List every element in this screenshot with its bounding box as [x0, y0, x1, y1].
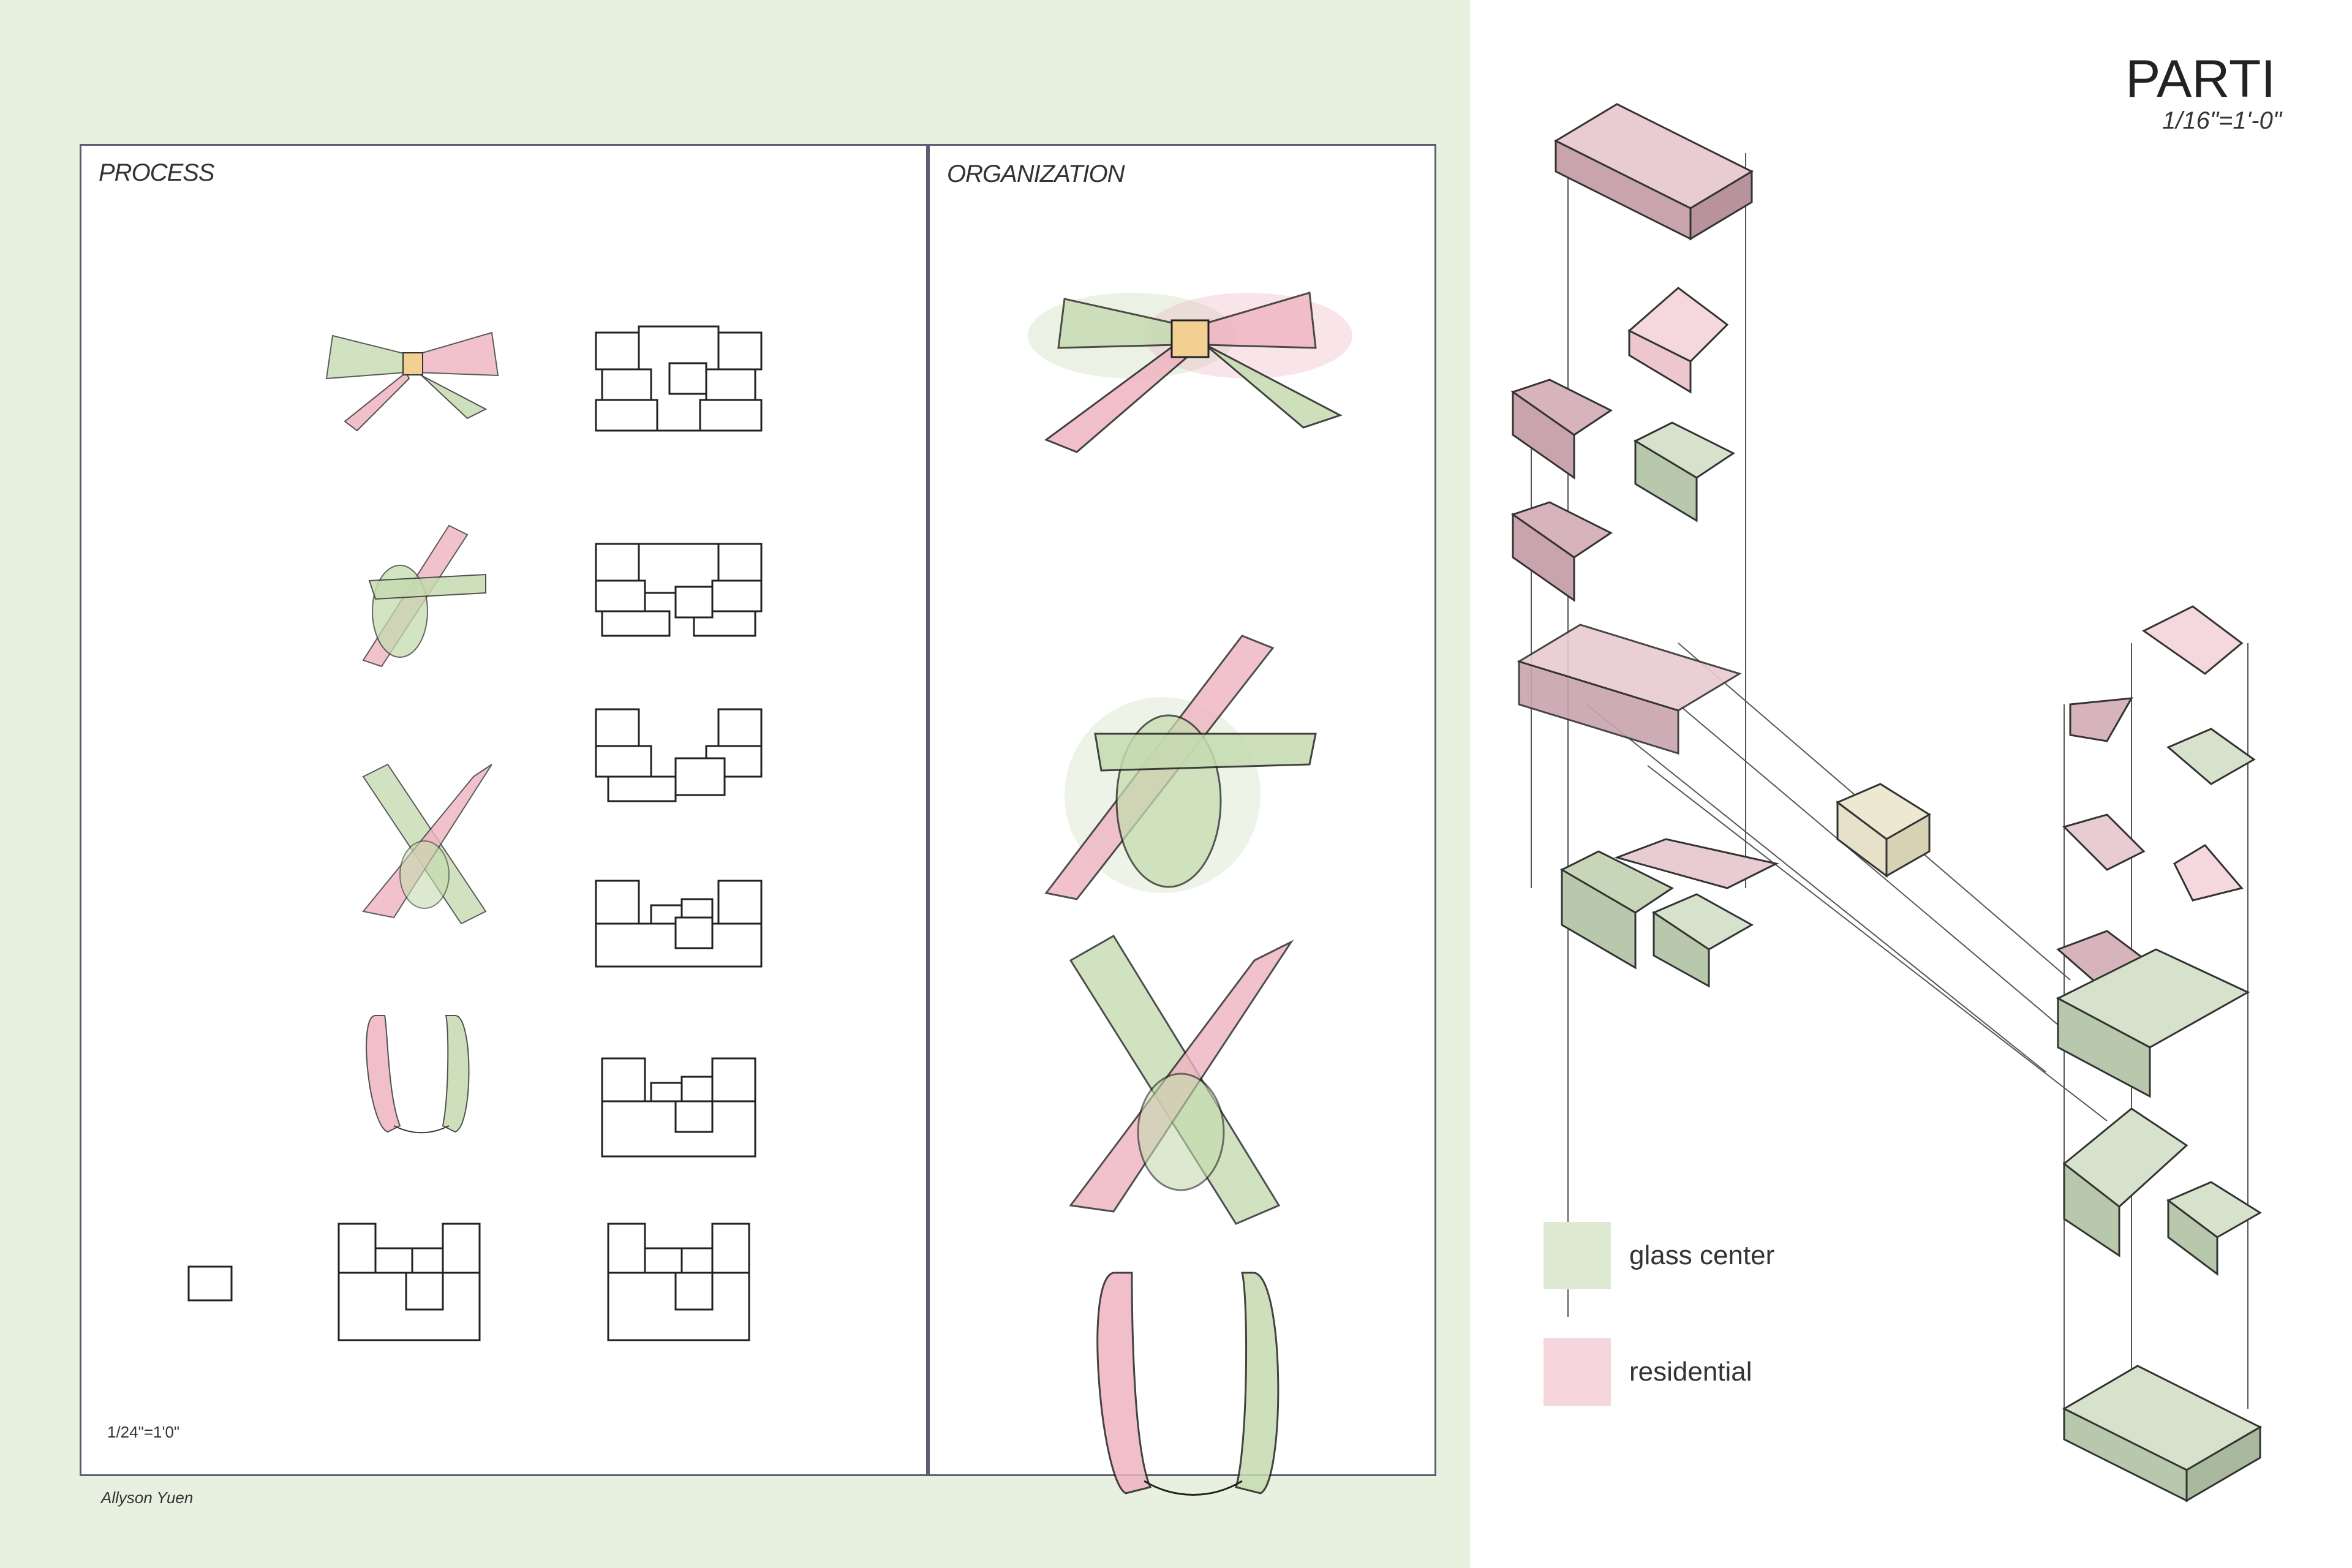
process-massing-4 — [595, 880, 763, 968]
process-massing-6b — [337, 1223, 481, 1341]
process-massing-single — [187, 1265, 233, 1302]
legend-label-glass-center: glass center — [1629, 1240, 1775, 1270]
organization-title: ORGANIZATION — [947, 160, 1125, 187]
process-title: PROCESS — [99, 159, 215, 186]
process-ribbon-bow — [325, 331, 499, 432]
org-ribbon-u — [1096, 1272, 1280, 1496]
connector-box — [1836, 783, 1931, 878]
author-name: Allyson Yuen — [101, 1488, 194, 1507]
org-ribbon-cross — [1069, 934, 1294, 1225]
process-panel: PROCESS 1/24"=1'0" — [80, 144, 928, 1476]
process-massing-6a — [607, 1223, 750, 1341]
process-ribbon-loop — [362, 524, 486, 668]
process-scale: 1/24"=1'0" — [107, 1423, 180, 1441]
parti-scale: 1/16"=1'-0" — [2162, 107, 2282, 134]
org-ribbon-loop — [1044, 635, 1317, 900]
legend-label-residential: residential — [1629, 1357, 1752, 1387]
parti-title: PARTI — [2125, 50, 2276, 108]
residential-boxes — [1510, 103, 2244, 993]
process-ribbon-cross — [362, 763, 492, 925]
organization-panel: ORGANIZATION — [928, 144, 1436, 1496]
parti-isometric-diagram — [1510, 103, 2263, 1502]
process-massing-1 — [595, 325, 763, 432]
process-massing-3 — [595, 708, 763, 802]
process-massing-2 — [595, 543, 763, 637]
glass-center-boxes — [1559, 421, 2263, 1502]
process-massing-5 — [601, 1057, 756, 1158]
org-ribbon-bow — [1028, 292, 1352, 453]
process-ribbon-u — [366, 1015, 470, 1134]
legend-swatch-residential — [1544, 1338, 1611, 1406]
legend-swatch-glass-center — [1544, 1222, 1611, 1289]
